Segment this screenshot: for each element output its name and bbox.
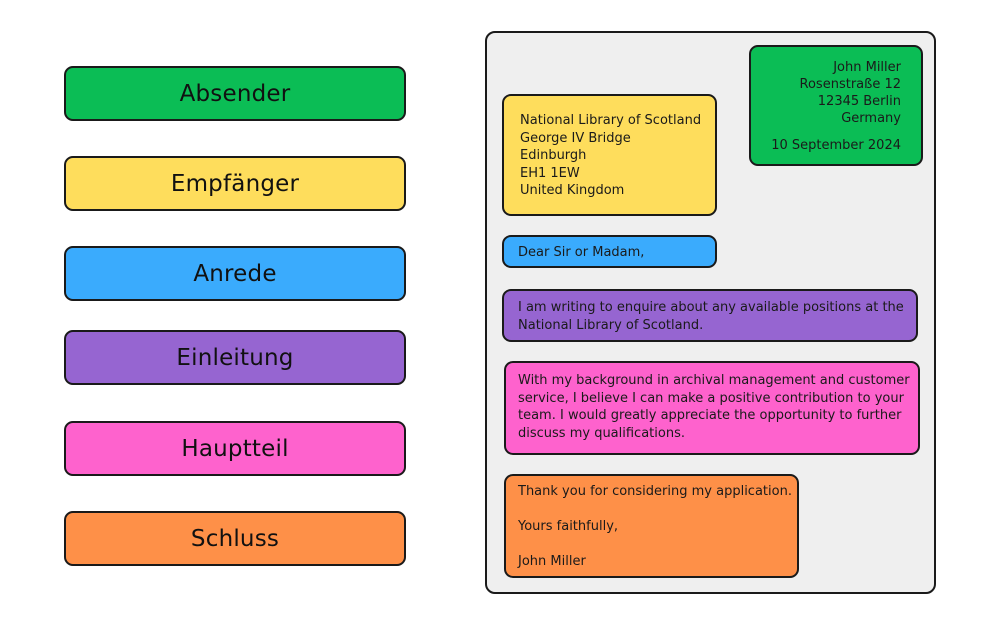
label-hauptteil: Hauptteil [64,421,406,476]
introduction-line: I am writing to enquire about any availa… [518,300,904,315]
main-body-block: With my background in archival managemen… [504,361,920,455]
letter-date: 10 September 2024 [771,138,901,153]
recipient-line: National Library of Scotland [520,113,702,128]
label-absender: Absender [64,66,406,121]
main-body-line: team. I would greatly appreciate the opp… [518,408,902,423]
recipient-block: National Library of Scotland George IV B… [502,94,717,216]
recipient-line: Edinburgh [520,148,587,164]
salutation-block: Dear Sir or Madam, [502,235,717,268]
recipient-line: George IV Bridge [520,130,631,146]
closing-sign-off: Yours faithfully, [518,519,619,534]
sender-name: John Miller [833,60,901,75]
label-einleitung: Einleitung [64,330,406,385]
sender-city: 12345 Berlin [817,94,901,109]
closing-name: John Miller [518,554,586,569]
sender-country: Germany [841,111,901,126]
letter-page: John Miller Rosenstraße 12 12345 Berlin … [485,31,936,594]
main-body-line: With my background in archival managemen… [518,373,910,388]
recipient-line: EH1 1EW [520,165,580,181]
main-body-line: discuss my qualifications. [518,425,685,441]
closing-thanks: Thank you for considering my application… [518,484,792,499]
label-empfaenger: Empfänger [64,156,406,211]
recipient-line: United Kingdom [520,183,625,199]
main-body-line: service, I believe I can make a positive… [518,390,904,406]
introduction-line: National Library of Scotland. [518,317,704,333]
label-schluss: Schluss [64,511,406,566]
sender-block: John Miller Rosenstraße 12 12345 Berlin … [749,45,923,166]
closing-block: Thank you for considering my application… [504,474,799,578]
salutation-text: Dear Sir or Madam, [518,245,645,260]
sender-street: Rosenstraße 12 [799,77,901,92]
label-anrede: Anrede [64,246,406,301]
introduction-block: I am writing to enquire about any availa… [502,289,918,342]
